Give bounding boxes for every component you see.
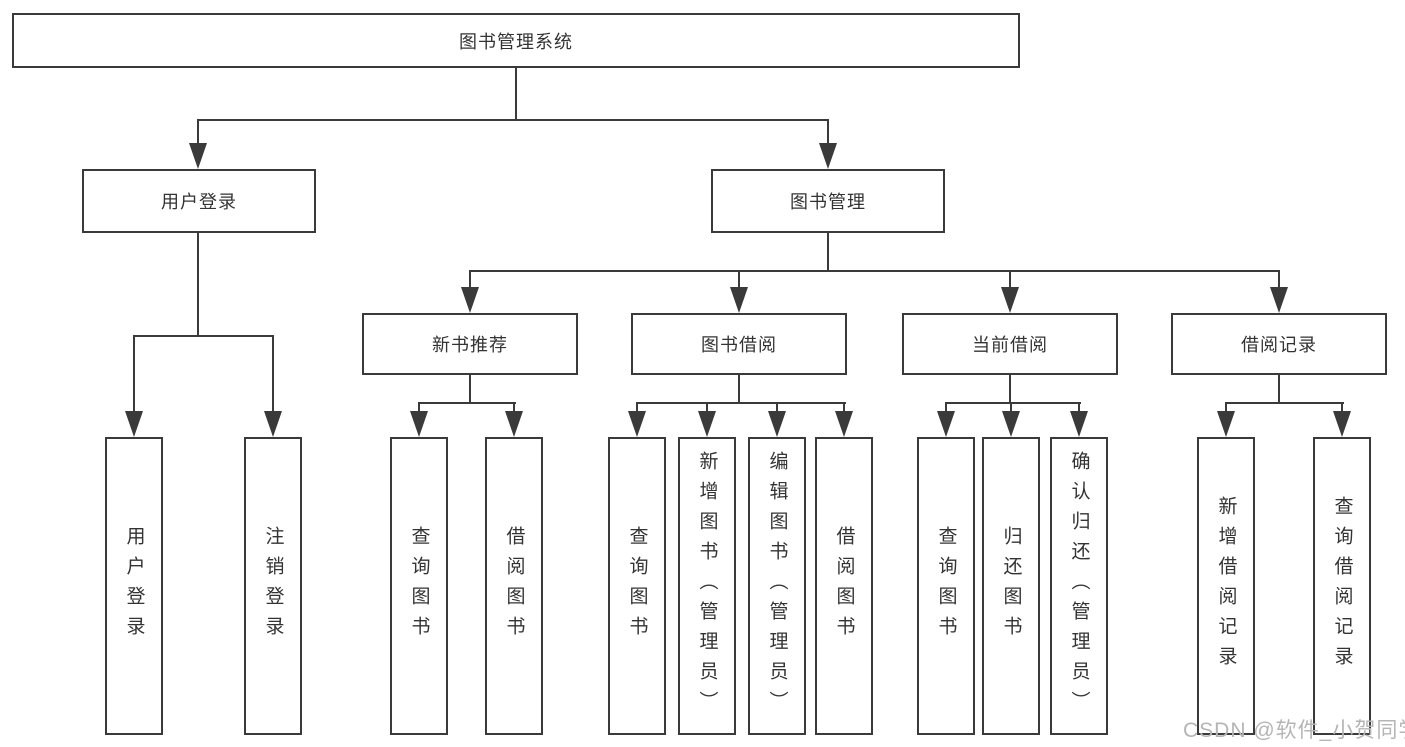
connector-line: [706, 402, 708, 414]
leaf-return-books: 归还图书: [982, 437, 1040, 735]
connector-line: [515, 68, 517, 120]
leaf-borrow-books-recommend: 借阅图书: [485, 437, 543, 735]
connector-line: [469, 270, 471, 289]
node-book-borrowing: 图书借阅: [631, 313, 847, 375]
arrow-down-icon: [768, 411, 786, 437]
node-user-login: 用户登录: [82, 169, 316, 233]
leaf-query-books-recommend: 查询图书: [390, 437, 448, 735]
connector-line: [738, 375, 740, 404]
watermark: CSDN @软件_小贺同学: [1183, 719, 1405, 742]
connector-line: [1010, 402, 1012, 414]
arrow-down-icon: [505, 411, 523, 437]
leaf-label: 归还图书: [1000, 526, 1022, 646]
connector-line: [1278, 375, 1280, 404]
leaf-label: 查询图书: [935, 526, 957, 646]
leaf-label: 借阅图书: [833, 526, 855, 646]
leaf-query-books-borrowing: 查询图书: [608, 437, 666, 735]
arrow-down-icon: [698, 411, 716, 437]
leaf-label: 用户登录: [123, 526, 145, 646]
node-label: 用户登录: [161, 192, 237, 212]
leaf-label: 查询借阅记录: [1331, 496, 1353, 676]
arrow-down-icon: [628, 411, 646, 437]
leaf-add-books-admin: 新增图书（管理员）: [678, 437, 736, 735]
connector-line: [133, 335, 135, 413]
arrow-down-icon: [1217, 411, 1235, 437]
connector-line: [1278, 270, 1280, 289]
arrow-down-icon: [1333, 411, 1351, 437]
leaf-label: 新增借阅记录: [1215, 496, 1237, 676]
arrow-down-icon: [1002, 411, 1020, 437]
node-borrowing-records: 借阅记录: [1171, 313, 1387, 375]
connector-line: [636, 402, 638, 414]
connector-line: [469, 375, 471, 404]
connector-line: [1225, 402, 1227, 414]
node-library-management-system: 图书管理系统: [12, 13, 1020, 68]
node-book-management: 图书管理: [711, 169, 945, 233]
node-label: 图书借阅: [701, 335, 777, 355]
connector-line: [418, 402, 420, 414]
leaf-label: 查询图书: [408, 526, 430, 646]
leaf-query-books-current: 查询图书: [917, 437, 975, 735]
node-label: 当前借阅: [972, 335, 1048, 355]
connector-line: [945, 402, 947, 414]
arrow-down-icon: [125, 411, 143, 437]
arrow-down-icon: [819, 143, 837, 169]
connector-line: [513, 402, 515, 414]
leaf-confirm-return-admin: 确认归还（管理员）: [1050, 437, 1108, 735]
connector-line: [636, 402, 846, 404]
node-new-book-recommend: 新书推荐: [362, 313, 578, 375]
leaf-add-borrow-record: 新增借阅记录: [1197, 437, 1255, 735]
connector-line: [133, 335, 274, 337]
connector-line: [1341, 402, 1343, 414]
leaf-label: 注销登录: [262, 526, 284, 646]
node-label: 新书推荐: [432, 335, 508, 355]
arrow-down-icon: [1001, 287, 1019, 313]
connector-line: [1009, 375, 1011, 404]
leaf-label: 确认归还（管理员）: [1068, 451, 1090, 721]
leaf-user-login: 用户登录: [105, 437, 163, 735]
leaf-edit-books-admin: 编辑图书（管理员）: [748, 437, 806, 735]
connector-line: [945, 402, 1081, 404]
connector-line: [776, 402, 778, 414]
leaf-borrow-books-borrowing: 借阅图书: [815, 437, 873, 735]
arrow-down-icon: [461, 287, 479, 313]
connector-line: [1009, 270, 1011, 289]
connector-line: [738, 270, 740, 289]
arrow-down-icon: [264, 411, 282, 437]
leaf-label: 借阅图书: [503, 526, 525, 646]
node-label: 借阅记录: [1241, 335, 1317, 355]
arrow-down-icon: [189, 143, 207, 169]
connector-line: [843, 402, 845, 414]
connector-line: [197, 119, 829, 121]
connector-line: [1078, 402, 1080, 414]
connector-line: [197, 233, 199, 337]
leaf-logout: 注销登录: [244, 437, 302, 735]
arrow-down-icon: [937, 411, 955, 437]
node-current-borrowing: 当前借阅: [902, 313, 1118, 375]
connector-line: [827, 119, 829, 147]
arrow-down-icon: [1270, 287, 1288, 313]
arrow-down-icon: [835, 411, 853, 437]
connector-line: [1225, 402, 1344, 404]
leaf-label: 编辑图书（管理员）: [766, 451, 788, 721]
arrow-down-icon: [1070, 411, 1088, 437]
arrow-down-icon: [410, 411, 428, 437]
leaf-label: 查询图书: [626, 526, 648, 646]
arrow-down-icon: [730, 287, 748, 313]
leaf-label: 新增图书（管理员）: [696, 451, 718, 721]
connector-line: [197, 119, 199, 147]
connector-line: [469, 270, 1280, 272]
connector-line: [418, 402, 516, 404]
node-label: 图书管理: [790, 192, 866, 212]
node-label: 图书管理系统: [459, 31, 573, 52]
connector-line: [827, 233, 829, 272]
leaf-query-borrow-record: 查询借阅记录: [1313, 437, 1371, 735]
connector-line: [272, 335, 274, 413]
